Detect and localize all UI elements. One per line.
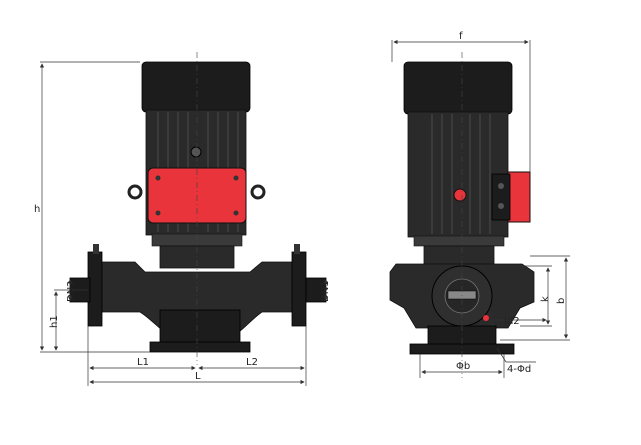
base-plate (149, 341, 251, 353)
motor-cap (141, 61, 251, 113)
label-dn2: DN2 (66, 280, 77, 302)
bolt-icon (93, 244, 99, 254)
bolt-icon (190, 146, 202, 158)
screw-icon (155, 175, 161, 181)
label-l2: L2 (246, 357, 258, 368)
screw-icon (233, 175, 239, 181)
screw-icon (155, 210, 161, 216)
terminal-box-side (507, 171, 531, 223)
gland-icon (498, 183, 504, 189)
label-f: f (459, 31, 463, 42)
label-h1: h1 (49, 315, 60, 328)
motor-cap-side (403, 61, 513, 115)
screw-icon (233, 210, 239, 216)
bracket-side (423, 245, 495, 265)
motor-body-side (407, 111, 509, 238)
front-view: h h1 DN2 DN1 L1 L2 L (34, 52, 331, 386)
pump-foot (159, 309, 241, 345)
motor-fins-side (431, 114, 491, 234)
label-l: L (195, 371, 201, 382)
label-dn1: DN1 (320, 280, 331, 302)
flange-right (291, 251, 307, 327)
lifting-eye-right (250, 184, 266, 200)
label-l1: L1 (137, 357, 149, 368)
label-b: b (556, 298, 567, 304)
label-h: h (34, 204, 40, 215)
drain-icon (483, 315, 489, 321)
terminal-cover (491, 173, 511, 221)
label-k: k (540, 296, 551, 302)
label-phi-b: Φb (456, 361, 470, 372)
bolt-icon (294, 244, 300, 254)
motor-flange-side (413, 235, 505, 247)
label-holes: 4-Φd (507, 364, 531, 375)
label-id2: Id2 (504, 316, 520, 327)
nameplate-icon (453, 188, 467, 202)
lifting-eye-left (127, 184, 143, 200)
leader-holes (496, 347, 507, 363)
gland-icon (498, 203, 504, 209)
side-view: f b k Id2 Φb 4-Φd (389, 31, 570, 378)
